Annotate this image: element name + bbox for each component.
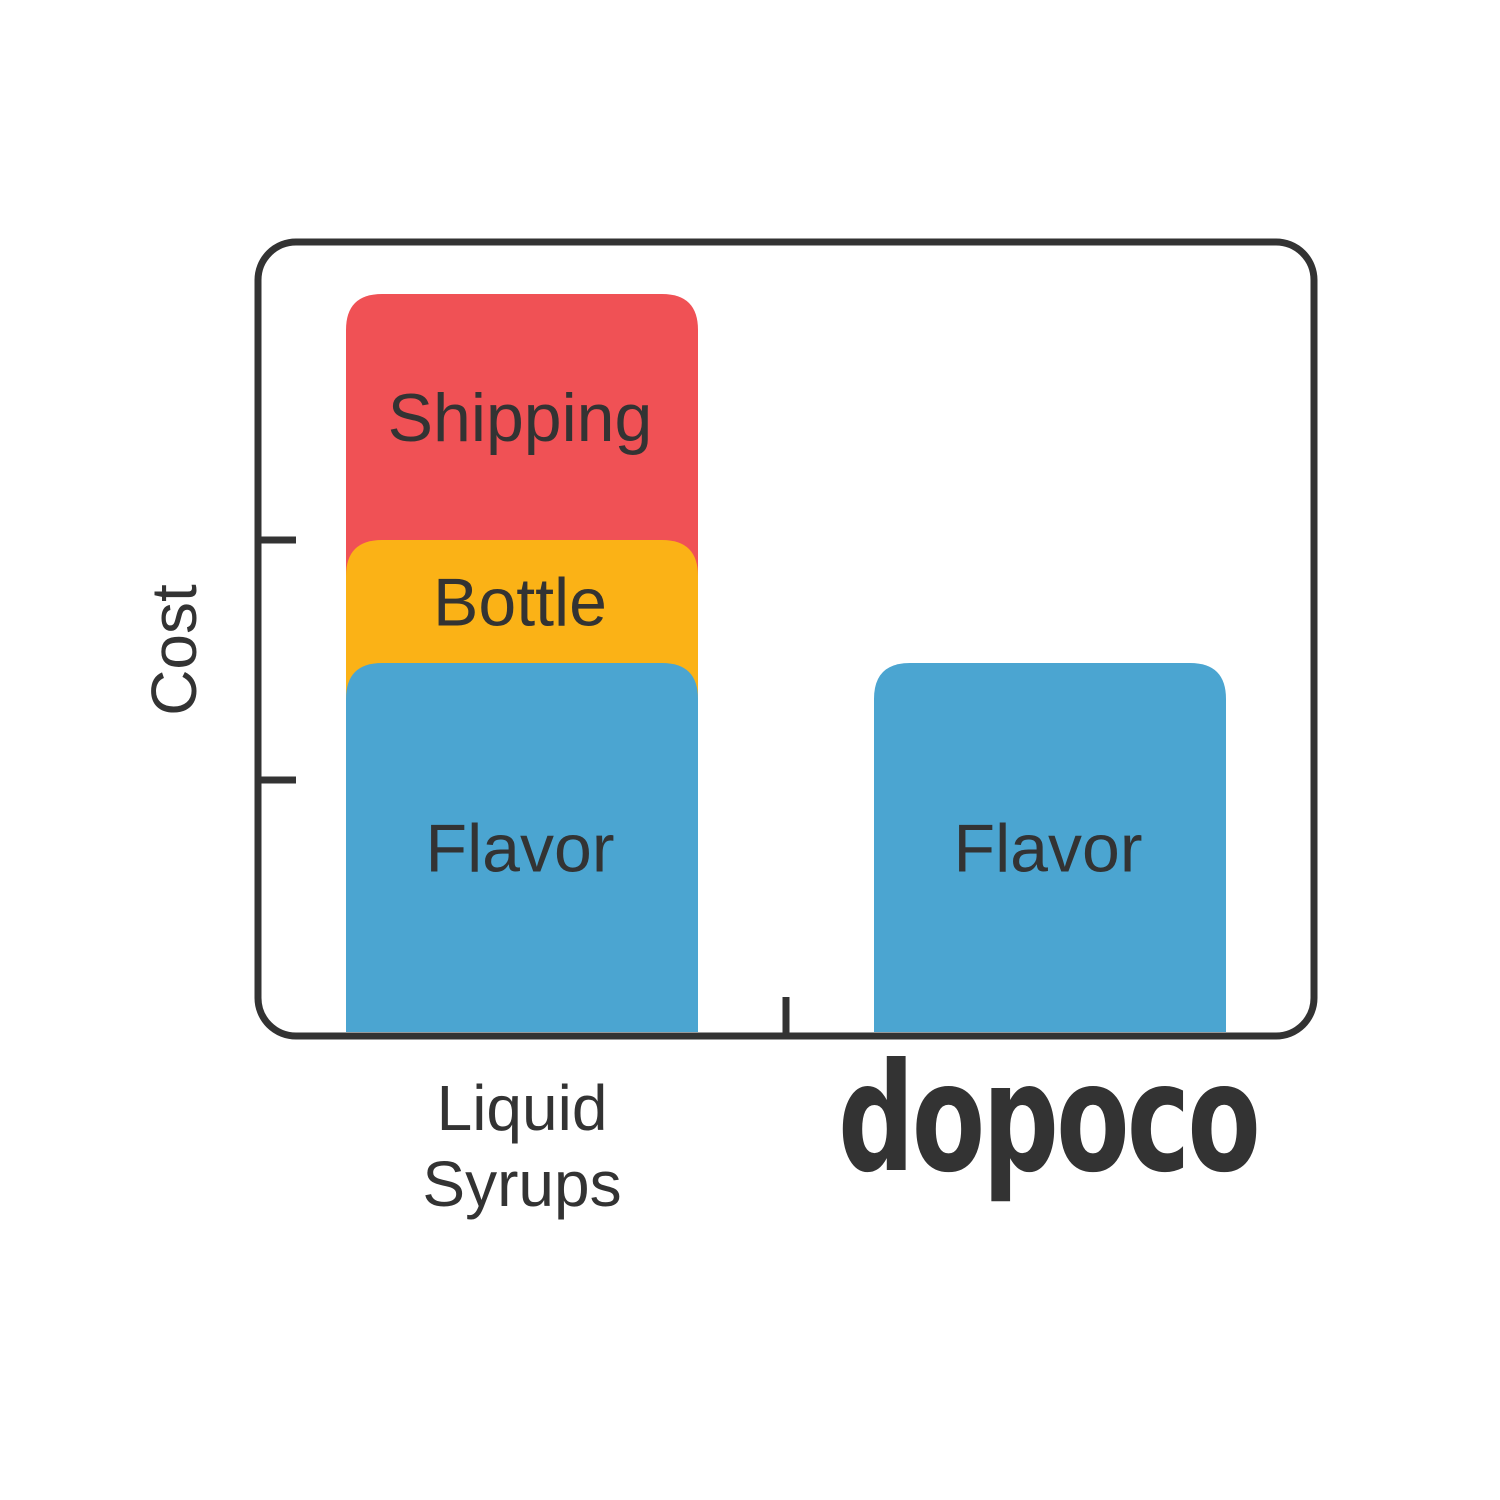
segment-label-dopoco-flavor: Flavor — [954, 811, 1143, 887]
ticks-group — [258, 536, 790, 1034]
category-label-liquid-line-0: Liquid — [437, 1072, 608, 1144]
y-axis-label: Cost — [138, 584, 210, 716]
segment-label-liquid-bottle: Bottle — [433, 565, 607, 641]
segment-label-liquid-flavor: Flavor — [426, 811, 615, 887]
category-label-liquid-line-1: Syrups — [422, 1148, 621, 1220]
bar-dopoco-flavor — [874, 663, 1226, 1032]
segment-label-liquid-shipping: Shipping — [388, 380, 653, 456]
category-logo-dopoco: dopoco — [838, 1032, 1258, 1206]
plot-frame — [254, 238, 1318, 1040]
bar-liquid-flavor — [346, 663, 698, 1032]
